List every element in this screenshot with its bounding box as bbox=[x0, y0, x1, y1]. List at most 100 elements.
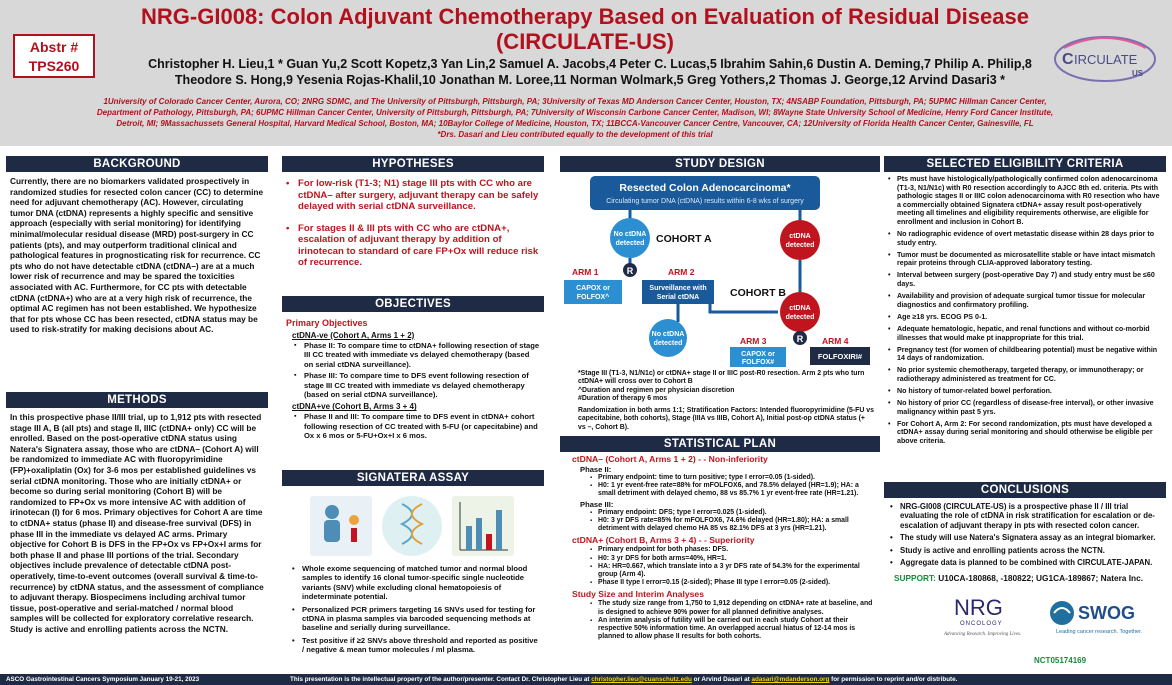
conclusion-item: The study will use Natera's Signatera as… bbox=[890, 533, 1162, 543]
signatera-heading: SIGNATERA ASSAY bbox=[282, 470, 544, 486]
ctdna-node-b bbox=[780, 292, 820, 332]
stats-body: ctDNA– (Cohort A, Arms 1 + 2) - - Non-in… bbox=[560, 454, 880, 641]
eligibility-item: Tumor must be documented as microsatelli… bbox=[888, 251, 1162, 268]
cohort-b-objectives: Phase II and III: To compare time to DFS… bbox=[282, 412, 544, 440]
study-size-heading: Study Size and Interim Analyses bbox=[572, 589, 704, 600]
cohort-b-stats-heading: ctDNA+ (Cohort B, Arms 3 + 4) - - Superi… bbox=[572, 535, 755, 546]
objective-item: Phase II: To compare time to ctDNA+ foll… bbox=[294, 341, 540, 369]
cohort-b-list: Primary endpoint for both phases: DFS. H… bbox=[560, 546, 880, 587]
eligibility-item: For Cohort A, Arm 2: For second randomiz… bbox=[888, 420, 1162, 446]
support-line: SUPPORT: U10CA-180868, -180822; UG1CA-18… bbox=[894, 573, 1166, 583]
background-heading: BACKGROUND bbox=[6, 156, 268, 172]
abstract-number-box: Abstr # TPS260 bbox=[13, 34, 95, 78]
methods-heading: METHODS bbox=[6, 392, 268, 408]
nct-number: NCT05174169 bbox=[1034, 656, 1087, 665]
svg-text:CAPOX or: CAPOX or bbox=[741, 351, 775, 358]
affil-line-4: *Drs. Dasari and Lieu contributed equall… bbox=[437, 130, 713, 139]
stats-heading: STATISTICAL PLAN bbox=[560, 436, 880, 453]
svg-text:FOLFOX#: FOLFOX# bbox=[742, 359, 774, 366]
svg-text:C: C bbox=[1062, 51, 1074, 68]
svg-text:Resected Colon Adenocarcinoma*: Resected Colon Adenocarcinoma* bbox=[619, 182, 791, 194]
column-left: BACKGROUND Currently, there are no bioma… bbox=[6, 156, 268, 648]
affil-line-1: 1University of Colorado Cancer Center, A… bbox=[103, 97, 1047, 106]
support-text: U10CA-180868, -180822; UG1CA-189867; Nat… bbox=[935, 573, 1144, 584]
eligibility-list: Pts must have histologically/pathologica… bbox=[884, 172, 1166, 468]
swog-logo: SWOG Leading cancer research. Together. bbox=[1050, 601, 1143, 635]
ctdna-node bbox=[780, 220, 820, 260]
poster-header: Abstr # TPS260 NRG-GI008: Colon Adjuvant… bbox=[0, 0, 1172, 146]
cohort-a-label: ctDNA-ve (Cohort A, Arms 1 + 2) bbox=[292, 331, 415, 340]
svg-text:detected: detected bbox=[654, 340, 683, 347]
footer-text: for permission to reprint and/or distrib… bbox=[829, 676, 958, 683]
study-design-diagram: Resected Colon Adenocarcinoma* Circulati… bbox=[564, 176, 870, 367]
sponsor-logos: NRG ONCOLOGY Advancing Research. Improvi… bbox=[943, 595, 1143, 637]
conclusions-heading: CONCLUSIONS bbox=[884, 482, 1166, 498]
poster-footer: ASCO Gastrointestinal Cancers Symposium … bbox=[0, 674, 1172, 685]
svg-text:ARM 3: ARM 3 bbox=[740, 336, 767, 346]
eligibility-item: No history of tumor-related bowel perfor… bbox=[888, 387, 1162, 396]
no-ctdna-node bbox=[610, 218, 650, 258]
primary-objectives-label: Primary Objectives bbox=[286, 318, 368, 328]
authors-line-1: Christopher H. Lieu,1 * Guan Yu,2 Scott … bbox=[148, 57, 1032, 71]
stat-item: H0: 3 yr DFS for both arms=40%, HR=1. bbox=[590, 555, 874, 563]
svg-text:R: R bbox=[797, 334, 804, 344]
arm2-box bbox=[642, 280, 714, 304]
svg-text:detected: detected bbox=[616, 240, 645, 247]
signatera-illustration bbox=[310, 496, 514, 556]
cohort-a-phase2-list: Primary endpoint: time to turn positive;… bbox=[560, 474, 880, 499]
eligibility-item: Age ≥18 yrs. ECOG PS 0-1. bbox=[888, 313, 1162, 322]
design-note: ^Duration and regimen per physician disc… bbox=[578, 386, 735, 394]
svg-text:CAPOX or: CAPOX or bbox=[576, 285, 610, 292]
eligibility-item: No prior systemic chemotherapy, targeted… bbox=[888, 366, 1162, 383]
hypothesis-item: For stages II & III pts with CC who are … bbox=[286, 223, 540, 269]
svg-text:ARM 4: ARM 4 bbox=[822, 336, 849, 346]
stat-item: The study size range from 1,750 to 1,912… bbox=[590, 600, 874, 616]
svg-text:US: US bbox=[1132, 69, 1144, 78]
design-note: *Stage III (T1-3, N1/N1c) or ctDNA+ stag… bbox=[578, 370, 865, 386]
eligibility-item: Interval between surgery (post-operative… bbox=[888, 271, 1162, 288]
svg-text:Surveillance with: Surveillance with bbox=[649, 285, 706, 292]
svg-text:ARM 2: ARM 2 bbox=[668, 267, 695, 277]
signatera-item: Test positive if ≥2 SNVs above threshold… bbox=[292, 636, 540, 655]
eligibility-heading: SELECTED ELIGIBILITY CRITERIA bbox=[884, 156, 1166, 172]
objective-item: Phase III: To compare time to DFS event … bbox=[294, 371, 540, 399]
signatera-list: Whole exome sequencing of matched tumor … bbox=[282, 564, 544, 655]
objectives-body: Primary Objectives ctDNA-ve (Cohort A, A… bbox=[282, 318, 544, 470]
stat-item: H0: 3 yr DFS rate=85% for mFOLFOX6, 74.6… bbox=[590, 517, 874, 533]
footer-text: This presentation is the intellectual pr… bbox=[290, 676, 592, 683]
person-panel bbox=[310, 496, 372, 556]
signatera-item: Personalized PCR primers targeting 16 SN… bbox=[292, 605, 540, 633]
svg-text:Leading cancer research. Toget: Leading cancer research. Together. bbox=[1056, 629, 1143, 635]
svg-text:FOLFOX^: FOLFOX^ bbox=[577, 293, 609, 301]
background-text: Currently, there are no biomarkers valid… bbox=[10, 176, 264, 335]
arm3-box bbox=[730, 347, 786, 367]
circulate-logo: C IRCULATE US bbox=[1054, 36, 1156, 82]
design-notes: *Stage III (T1-3, N1/N1c) or ctDNA+ stag… bbox=[560, 368, 880, 432]
support-label: SUPPORT: bbox=[894, 573, 936, 584]
svg-text:IRCULATE: IRCULATE bbox=[1074, 52, 1138, 67]
svg-text:SWOG: SWOG bbox=[1078, 603, 1135, 623]
column-center-left: HYPOTHESES For low-risk (T1-3; N1) stage… bbox=[282, 156, 544, 658]
footer-contact: This presentation is the intellectual pr… bbox=[290, 674, 957, 685]
signatera-item: Whole exome sequencing of matched tumor … bbox=[292, 564, 540, 602]
footer-meeting: ASCO Gastrointestinal Cancers Symposium … bbox=[6, 676, 200, 683]
conclusions-list: NRG-GI008 (CIRCULATE-US) is a prospectiv… bbox=[884, 498, 1166, 568]
eligibility-item: Availability and provision of adequate s… bbox=[888, 292, 1162, 309]
hypotheses-list: For low-risk (T1-3; N1) stage III pts wi… bbox=[282, 172, 544, 296]
stat-item: An interim analysis of futility will be … bbox=[590, 617, 874, 642]
design-heading: STUDY DESIGN bbox=[560, 156, 880, 172]
abstract-label: Abstr # bbox=[29, 39, 79, 55]
cohort-a-label: COHORT A bbox=[656, 233, 712, 245]
eligibility-item: Pts must have histologically/pathologica… bbox=[888, 175, 1162, 227]
cohort-b-label: ctDNA+ve (Cohort B, Arms 3 + 4) bbox=[292, 402, 417, 412]
conclusion-item: NRG-GI008 (CIRCULATE-US) is a prospectiv… bbox=[890, 502, 1162, 530]
cohort-a-phase3-list: Primary endpoint: DFS; type I error=0.02… bbox=[560, 509, 880, 534]
nrg-oncology-logo: NRG ONCOLOGY Advancing Research. Improvi… bbox=[943, 595, 1021, 637]
stratification-note: Randomization in both arms 1:1; Stratifi… bbox=[578, 407, 874, 431]
email-link-dasari[interactable]: adasari@mdanderson.org bbox=[751, 676, 830, 683]
cohort-a-stats-heading: ctDNA– (Cohort A, Arms 1 + 2) - - Non-in… bbox=[572, 454, 768, 465]
randomize-node-b bbox=[793, 331, 807, 345]
conclusion-item: Aggregate data is planned to be combined… bbox=[890, 558, 1162, 568]
email-link-lieu[interactable]: christopher.lieu@cuanschutz.edu bbox=[591, 676, 692, 683]
phase-2-label: Phase II: bbox=[580, 465, 612, 475]
